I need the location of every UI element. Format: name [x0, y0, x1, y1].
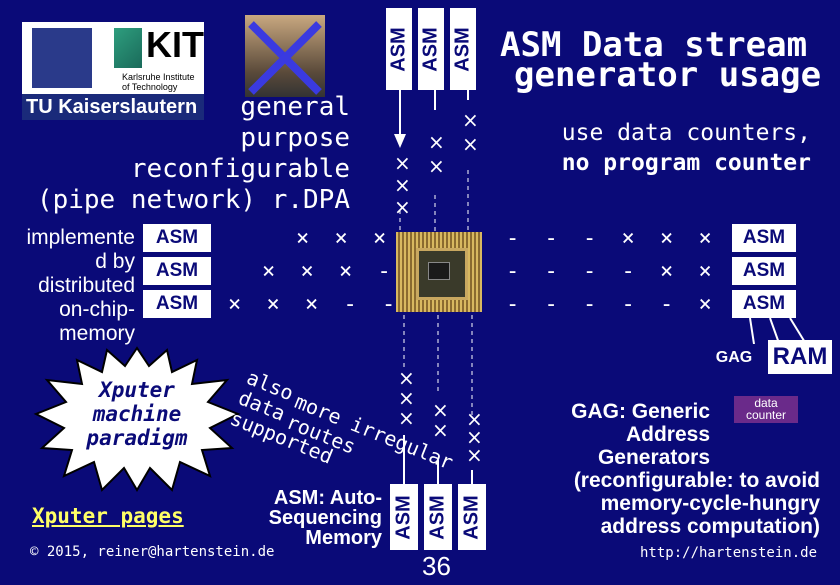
- asm-right-3: ASM: [732, 290, 796, 318]
- page-title: ASM Data stream generator usage: [500, 30, 821, 90]
- gag-description: GAG: Generic Address Generators (reconfi…: [520, 400, 820, 538]
- text-line: memory-cycle-hungry: [520, 492, 820, 515]
- top-crosses: ××: [428, 130, 445, 178]
- text-line: Address: [520, 423, 820, 446]
- text-line: on-chip-: [0, 298, 135, 322]
- text-line: distributed: [0, 274, 135, 298]
- cross-out-icon: [245, 18, 325, 98]
- text-line: address computation): [520, 515, 820, 538]
- bottom-crosses: ×××: [398, 368, 415, 428]
- text-line: paradigm: [52, 426, 222, 450]
- text-line: Generators: [520, 446, 820, 469]
- top-crosses: ××: [462, 108, 479, 156]
- text-line: ASM: Auto-: [236, 488, 382, 508]
- text-line: machine: [52, 402, 222, 426]
- text-line: (pipe network) r.DPA: [20, 185, 350, 216]
- asm-left-3: ASM: [143, 290, 211, 318]
- asm-right-2: ASM: [732, 257, 796, 285]
- asm-top-1: ASM: [386, 8, 412, 90]
- text-line: GAG: Generic: [520, 400, 820, 423]
- tu-logo-icon: [32, 28, 92, 88]
- kit-logo-icon: [114, 28, 142, 68]
- asm-top-2: ASM: [418, 8, 444, 90]
- right-stream-row-2: - - - - × × ×: [506, 259, 756, 284]
- xputer-pages-link[interactable]: Xputer pages: [32, 504, 184, 528]
- text-line: use data counters,: [506, 118, 811, 148]
- text-line: implemente: [0, 226, 135, 250]
- url-text: http://hartenstein.de: [640, 545, 817, 561]
- ram-box: RAM: [768, 340, 832, 374]
- text-line: reconfigurable: [20, 154, 350, 185]
- copyright-text: © 2015, reiner@hartenstein.de: [30, 544, 274, 560]
- text-line: purpose: [20, 123, 350, 154]
- use-counters-text: use data counters, no program counter: [506, 118, 811, 178]
- bottom-crosses: ×××: [466, 410, 483, 464]
- text-line: no program counter: [506, 148, 811, 178]
- text-line: (reconfigurable: to avoid: [520, 469, 820, 492]
- text-line: Xputer: [52, 378, 222, 402]
- asm-bottom-3: ASM: [458, 484, 486, 550]
- chip-die: [428, 262, 450, 280]
- general-purpose-text: general purpose reconfigurable (pipe net…: [20, 92, 350, 216]
- asm-top-3: ASM: [450, 8, 476, 90]
- asm-bottom-2: ASM: [424, 484, 452, 550]
- bottom-crosses: ××: [432, 400, 449, 440]
- kit-sub2: of Technology: [122, 82, 177, 92]
- gag-box: GAG: [706, 344, 762, 372]
- asm-left-1: ASM: [143, 224, 211, 252]
- asm-left-2: ASM: [143, 257, 211, 285]
- asm-auto-text: ASM: Auto- Sequencing Memory: [236, 488, 382, 548]
- right-stream-row-1: - - - × × ×: [506, 226, 718, 251]
- xputer-paradigm-text: Xputer machine paradigm: [52, 378, 222, 450]
- text-line: d by: [0, 250, 135, 274]
- page-number: 36: [422, 551, 451, 582]
- kit-name: KIT: [146, 24, 204, 66]
- title-line-2: generator usage: [500, 60, 821, 90]
- text-line: memory: [0, 322, 135, 346]
- text-line: general: [20, 92, 350, 123]
- kit-sub1: Karlsruhe Institute: [122, 72, 195, 82]
- asm-right-1: ASM: [732, 224, 796, 252]
- left-labels: implemente d by distributed on-chip- mem…: [0, 226, 135, 346]
- text-line: Sequencing: [236, 508, 382, 528]
- asm-bottom-1: ASM: [390, 484, 418, 550]
- top-crosses: ×××: [394, 152, 411, 218]
